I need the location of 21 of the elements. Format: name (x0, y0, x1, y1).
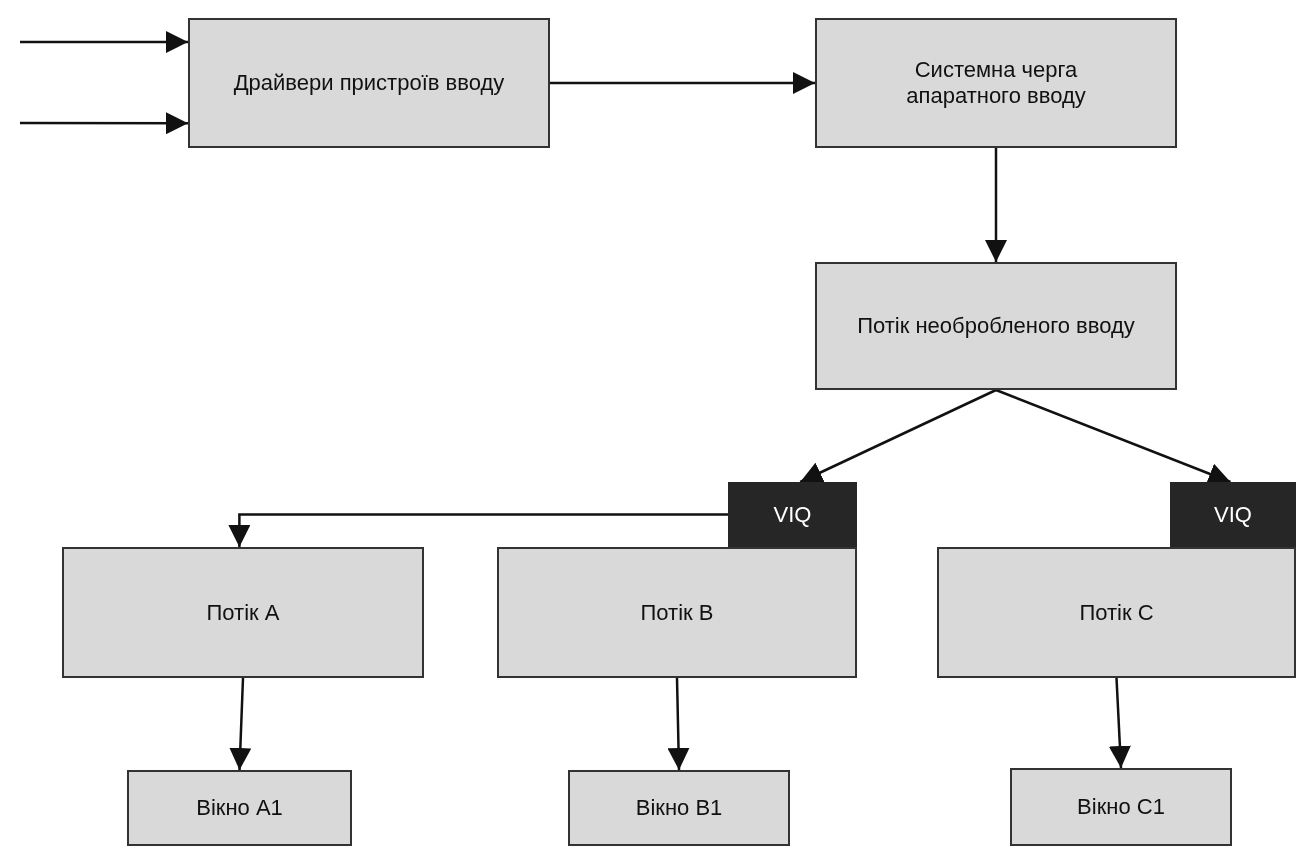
arrow (1108, 677, 1131, 769)
queue-label-box: VIQ (1170, 482, 1296, 547)
process-box: Системна черга апаратного вводу (815, 18, 1177, 148)
process-box: Потік необробленого вводу (815, 262, 1177, 390)
queue-label-box: VIQ (728, 482, 857, 547)
process-box: Вікно С1 (1010, 768, 1232, 846)
process-box: Потік А (62, 547, 424, 678)
arrow (228, 513, 728, 547)
arrow (20, 31, 188, 54)
process-box: Потік В (497, 547, 857, 678)
process-box: Драйвери пристроїв вводу (188, 18, 550, 148)
arrow (799, 388, 997, 484)
arrow (667, 677, 690, 771)
arrow (229, 677, 252, 771)
arrow (20, 112, 188, 135)
arrow (985, 148, 1007, 262)
process-box: Потік С (937, 547, 1296, 678)
process-box: Вікно В1 (568, 770, 790, 846)
arrow (550, 72, 815, 94)
process-box: Вікно А1 (127, 770, 352, 846)
arrow (995, 388, 1231, 485)
